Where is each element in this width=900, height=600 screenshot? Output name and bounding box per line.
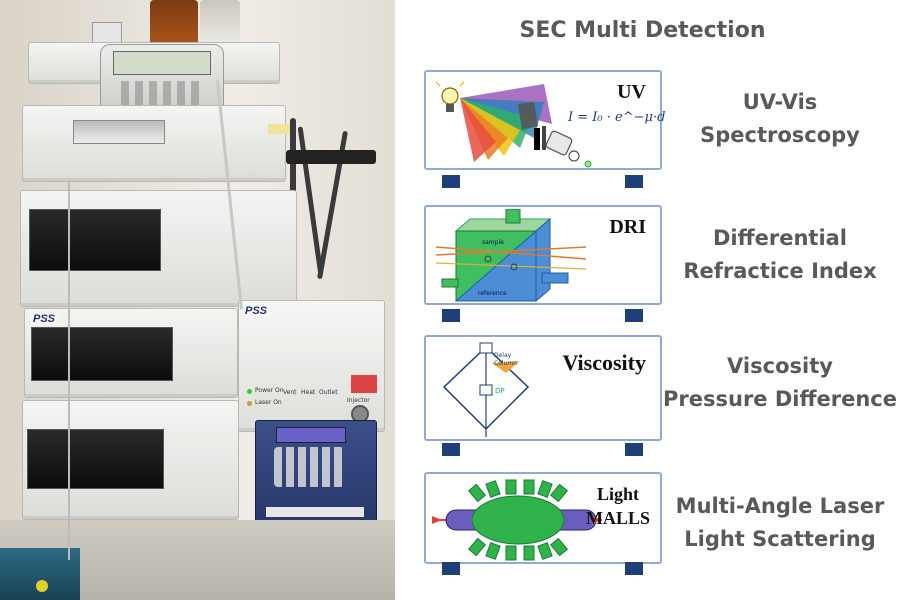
controller-lcd <box>276 427 346 443</box>
malls-desc-line-2: Light Scattering <box>684 527 876 551</box>
pss-brand: PSS <box>243 305 270 317</box>
viscosity-card: Delay Column DP Viscosity <box>424 335 662 441</box>
amber-bottle <box>150 0 198 48</box>
dri-card-foot-left <box>442 309 460 322</box>
reference-text: reference <box>478 290 507 297</box>
detector-window-2 <box>27 429 164 489</box>
detector-window-1 <box>31 327 173 381</box>
malls-description: Multi-Angle Laser Light Scattering <box>670 490 890 556</box>
uv-card-foot-left <box>442 175 460 188</box>
pump-head <box>73 120 165 144</box>
detector-module-2 <box>22 400 239 520</box>
beer-lambert-formula: I = I₀ · e^−μ·d <box>568 110 666 125</box>
warning-label <box>351 375 377 393</box>
viscosity-description: Viscosity Pressure Difference <box>662 350 898 416</box>
dri-card: sample reference DRI <box>424 205 662 305</box>
dri-desc-line-2: Refractice Index <box>683 259 877 283</box>
uv-desc-line-2: Spectroscopy <box>700 123 860 147</box>
yellow-knob <box>36 580 48 592</box>
tape-label <box>268 124 290 134</box>
solvent-bottle <box>200 0 240 48</box>
pss-detector-box: PSS Power On Laser On Vent Heat Outlet I… <box>238 300 385 432</box>
dp-text: DP <box>495 387 505 395</box>
controller-screen <box>113 51 211 75</box>
malls-card-foot-left <box>442 562 460 575</box>
uv-spectrum-icon <box>435 81 592 168</box>
malls-detector-icon <box>432 479 602 561</box>
malls-desc-line-1: Multi-Angle Laser <box>675 494 885 518</box>
malls-label: Light MALLS <box>586 482 650 530</box>
dri-label: DRI <box>609 216 646 238</box>
delay-column-text: Delay <box>494 352 512 359</box>
power-strip <box>286 150 376 164</box>
sample-text: sample <box>482 239 504 246</box>
autosampler-module <box>20 190 297 307</box>
uv-description: UV-Vis Spectroscopy <box>670 86 890 152</box>
viscosity-card-foot-right <box>625 443 643 456</box>
uv-desc-line-1: UV-Vis <box>742 90 818 114</box>
dri-cell-icon: sample reference <box>436 209 587 303</box>
instrument-photo: PSS PSS Power On Laser On Vent Heat Outl… <box>0 0 395 600</box>
outlet-label: Outlet <box>319 389 338 396</box>
malls-card-foot-right <box>625 562 643 575</box>
malls-label-line-2: MALLS <box>585 508 650 528</box>
controller-nameplate <box>266 507 364 517</box>
viscosity-label: Viscosity <box>562 350 646 375</box>
page-title: SEC Multi Detection <box>519 18 766 43</box>
viscometer-bridge-icon: Delay Column DP <box>442 342 530 437</box>
uv-card: UV I = I₀ · e^−μ·d <box>424 70 666 170</box>
uv-label: UV <box>617 81 646 103</box>
dri-desc-line-1: Differential <box>712 226 848 250</box>
dri-card-foot-right <box>625 309 643 322</box>
brand-label: PSS <box>31 313 58 325</box>
pump-module <box>22 105 286 182</box>
viscosity-card-foot-left <box>442 443 460 456</box>
laser-led <box>247 401 252 406</box>
laser-on-label: Laser On <box>255 399 282 406</box>
tubing <box>68 180 70 560</box>
viscosity-desc-line-1: Viscosity <box>727 354 833 378</box>
autosampler-window <box>29 209 161 271</box>
malls-label-line-1: Light <box>596 484 639 504</box>
delay-column-text-2: Column <box>494 360 517 367</box>
vent-label: Vent <box>283 389 297 396</box>
uv-card-foot-right <box>625 175 643 188</box>
viscosity-desc-line-2: Pressure Difference <box>663 387 897 411</box>
dri-description: Differential Refractice Index <box>670 222 890 288</box>
detector-module-1: PSS <box>24 308 238 398</box>
injector-label: Injector <box>347 397 370 404</box>
power-on-label: Power On <box>255 387 284 394</box>
malls-card: Light MALLS <box>424 472 662 564</box>
controller-buttons <box>274 447 344 487</box>
power-led <box>247 389 252 394</box>
heat-label: Heat <box>301 389 316 396</box>
